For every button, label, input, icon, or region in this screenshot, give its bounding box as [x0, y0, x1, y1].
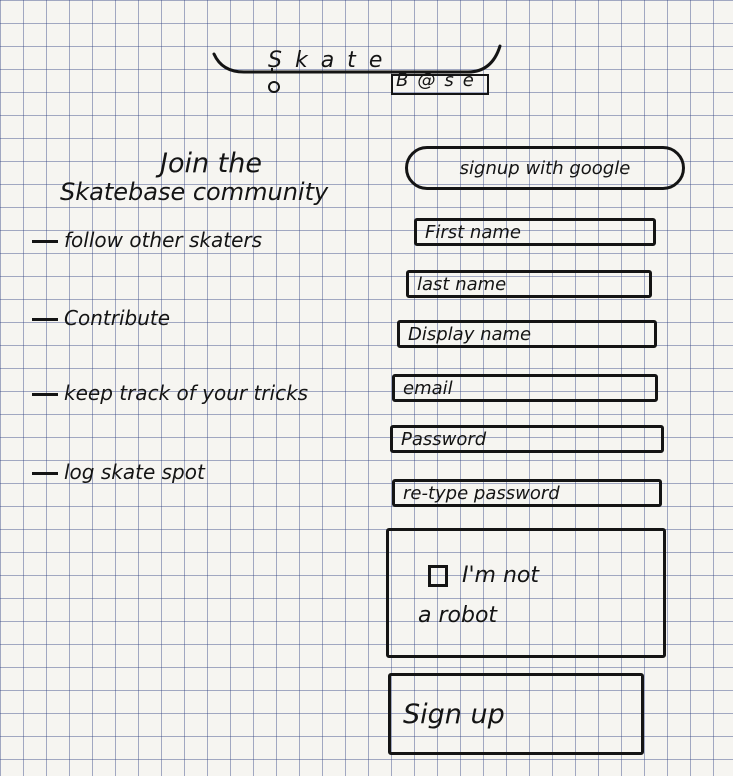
captcha-checkbox[interactable] [428, 565, 448, 587]
password-field[interactable]: Password [390, 425, 664, 453]
benefit-label: follow other skaters [64, 228, 263, 252]
google-signup-button[interactable]: signup with google [405, 146, 685, 190]
captcha-label-line1: I'm not [462, 563, 539, 588]
sign-up-button[interactable]: Sign up [388, 673, 644, 755]
benefit-label: keep track of your tricks [64, 381, 309, 405]
join-subheading: Skatebase community [60, 178, 329, 206]
captcha-label-line2: a robot [418, 603, 498, 628]
benefit-label: log skate spot [64, 460, 205, 484]
dash-icon [32, 472, 58, 475]
logo-subtitle: B@se [396, 70, 483, 91]
skateboard-logo-icon [212, 44, 502, 95]
dash-icon [32, 393, 58, 396]
benefit-item-tricks: keep track of your tricks [32, 381, 308, 405]
join-heading: Join the [160, 148, 262, 179]
benefit-item-follow: follow other skaters [32, 228, 262, 252]
last-name-field[interactable]: last name [406, 270, 652, 298]
benefit-label: Contribute [64, 306, 171, 330]
display-name-field[interactable]: Display name [397, 320, 657, 348]
captcha-box [386, 528, 666, 658]
email-field[interactable]: email [392, 374, 658, 402]
dash-icon [32, 240, 58, 243]
retype-password-field[interactable]: re-type password [392, 479, 662, 507]
benefit-item-spot: log skate spot [32, 460, 205, 484]
dash-icon [32, 318, 58, 321]
first-name-field[interactable]: First name [414, 218, 656, 246]
logo-title: Skate [268, 48, 396, 73]
benefit-item-contribute: Contribute [32, 306, 170, 330]
